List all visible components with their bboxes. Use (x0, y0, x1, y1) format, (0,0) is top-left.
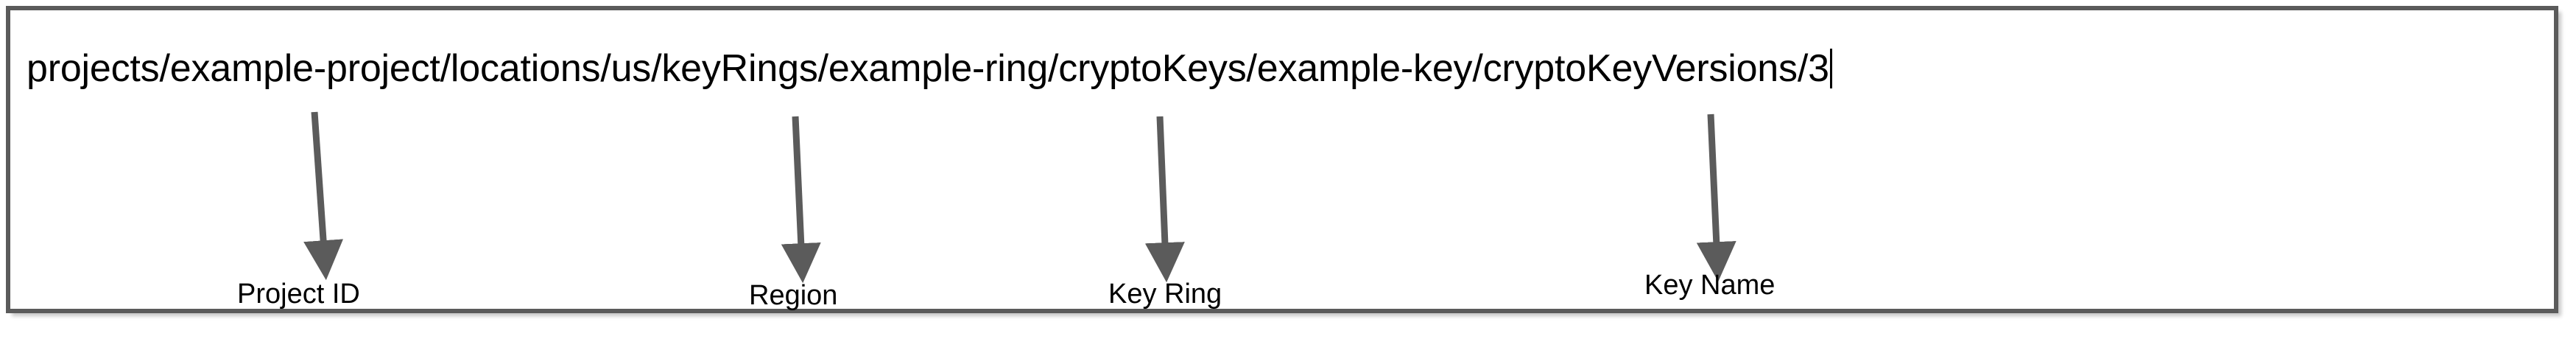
annotated-path-panel: projects/example-project/locations/us/ke… (6, 6, 2558, 313)
label-project-id: Project ID (237, 279, 360, 310)
text-caret (1829, 49, 1832, 88)
label-key-name: Key Name (1644, 270, 1776, 301)
label-key-ring: Key Ring (1108, 279, 1222, 310)
label-region: Region (749, 280, 838, 311)
resource-path-field[interactable]: projects/example-project/locations/us/ke… (27, 43, 1832, 94)
resource-path-text: projects/example-project/locations/us/ke… (27, 47, 1829, 90)
